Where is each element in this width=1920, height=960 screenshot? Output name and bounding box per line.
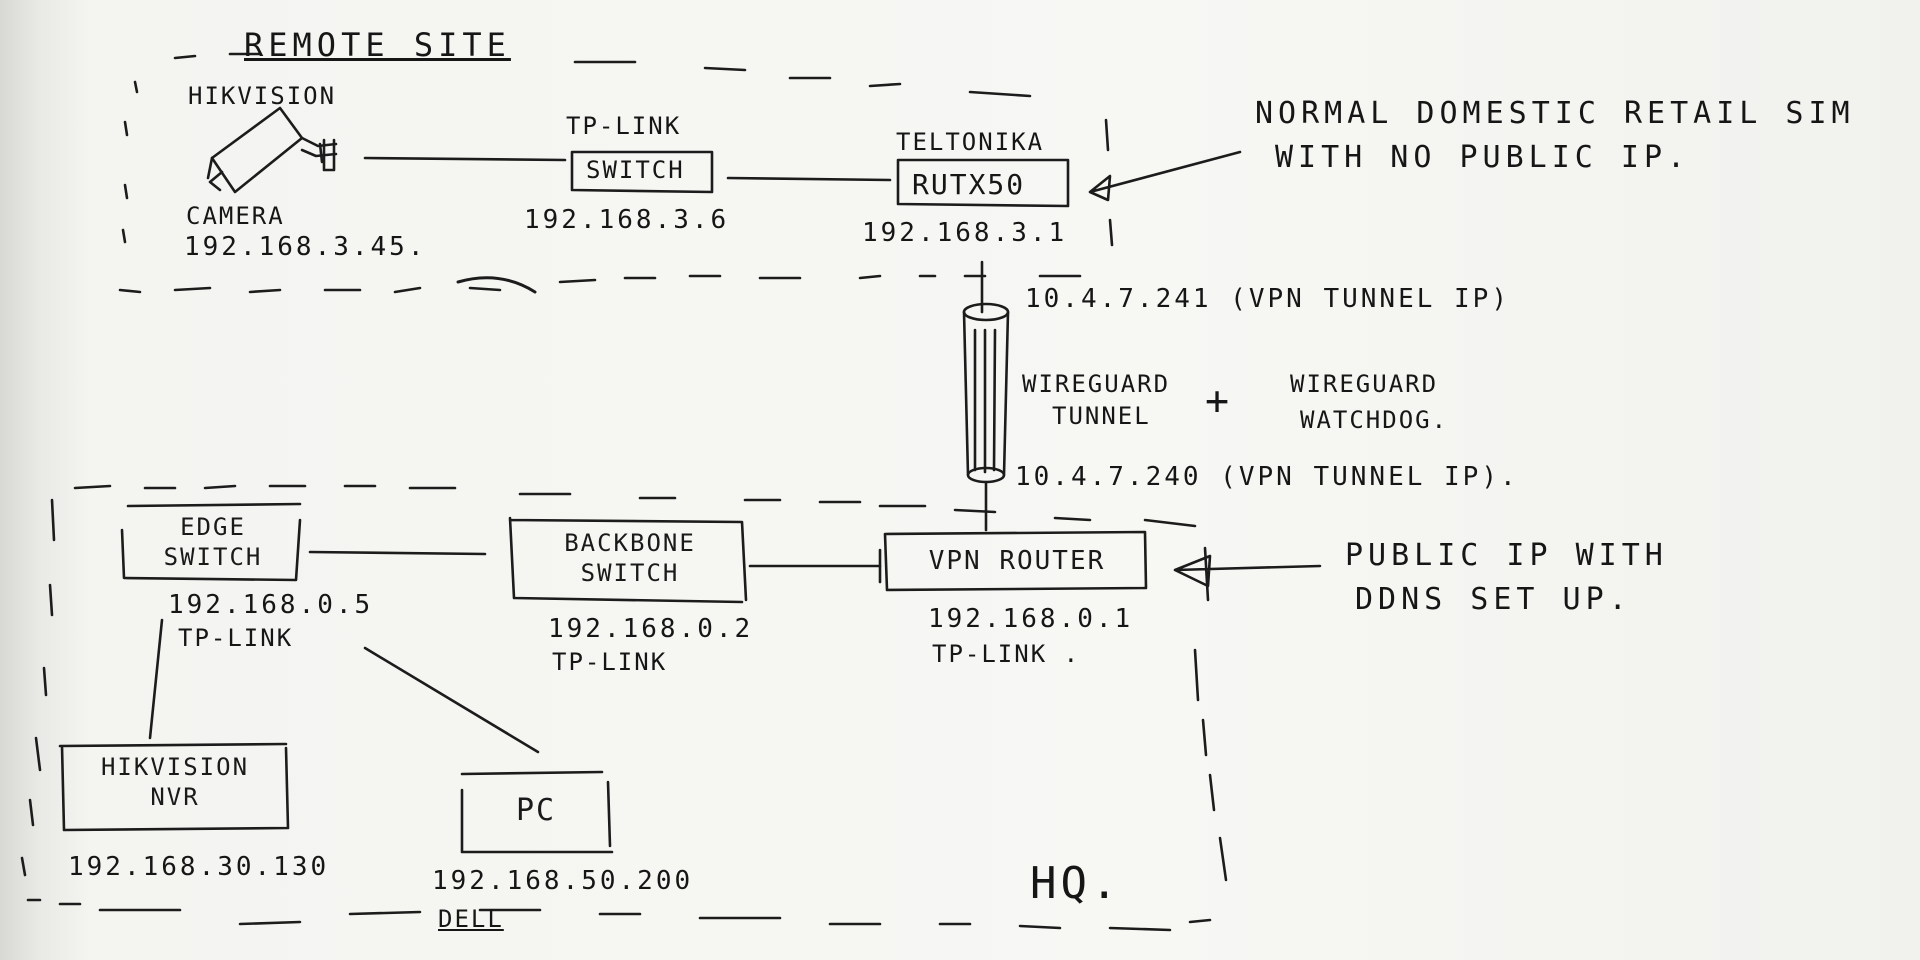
remote-site-boundary	[118, 52, 1114, 294]
remote-router-box	[896, 158, 1070, 208]
link-switch-router	[726, 176, 892, 182]
router-ip: 192.168.3.1	[862, 218, 1068, 248]
switch-ip: 192.168.3.6	[524, 205, 730, 235]
link-edge-pc	[363, 646, 540, 754]
wireguard-tunnel-label-2: TUNNEL	[1052, 402, 1151, 430]
vpn-tunnel-icon	[962, 260, 1010, 532]
backbone-switch-box	[508, 516, 748, 604]
edge-switch-box	[120, 502, 302, 582]
camera-name: CAMERA	[186, 202, 285, 230]
vpn-router-box	[878, 530, 1148, 592]
link-edge-backbone	[308, 550, 487, 556]
sim-note-line1: NORMAL DOMESTIC RETAIL SIM	[1255, 96, 1855, 131]
camera-brand: HIKVISION	[188, 82, 337, 110]
nvr-ip: 192.168.30.130	[68, 852, 330, 882]
router-brand: TELTONIKA	[896, 128, 1045, 156]
pc-ip: 192.168.50.200	[432, 866, 694, 896]
remote-site-title: REMOTE SITE	[244, 26, 511, 64]
nvr-box	[58, 742, 290, 832]
hq-tunnel-ip: 10.4.7.240 (VPN TUNNEL IP).	[1015, 462, 1519, 492]
arrow-public-ip	[1173, 546, 1322, 602]
pc-label: PC	[515, 793, 557, 828]
nvr-label: HIKVISION NVR	[100, 753, 250, 811]
backbone-switch-label: BACKBONE SWITCH	[564, 529, 696, 587]
backbone-switch-brand: TP-LINK	[552, 648, 668, 676]
vpn-router-label: VPN ROUTER	[928, 546, 1106, 576]
edge-switch-brand: TP-LINK	[178, 624, 294, 652]
edge-switch-ip: 192.168.0.5	[168, 590, 374, 620]
switch-brand: TP-LINK	[566, 112, 682, 140]
public-ip-note-line2: DDNS SET UP.	[1355, 582, 1632, 617]
vpn-router-ip: 192.168.0.1	[928, 604, 1134, 634]
switch-name: SWITCH	[586, 156, 685, 184]
router-name: RUTX50	[912, 168, 1026, 201]
edge-switch-label: EDGE SWITCH	[163, 513, 263, 571]
plus-sign: +	[1205, 378, 1232, 424]
sim-note-line2: WITH NO PUBLIC IP.	[1275, 140, 1691, 175]
wireguard-tunnel-label-1: WIREGUARD	[1022, 370, 1171, 398]
camera-ip: 192.168.3.45.	[184, 232, 427, 262]
hq-boundary	[20, 484, 1228, 932]
arrow-sim-note	[1088, 150, 1242, 202]
pc-brand: DELL	[438, 905, 504, 933]
pc-box	[460, 770, 614, 854]
link-edge-nvr	[148, 618, 164, 740]
remote-switch-box	[570, 150, 714, 194]
wireguard-watchdog-label-2: WATCHDOG.	[1300, 406, 1449, 434]
remote-tunnel-ip: 10.4.7.241 (VPN TUNNEL IP)	[1025, 284, 1510, 314]
vpn-router-brand: TP-LINK .	[932, 640, 1081, 668]
camera-icon	[206, 106, 338, 194]
public-ip-note-line1: PUBLIC IP WITH	[1345, 538, 1668, 573]
wireguard-watchdog-label-1: WIREGUARD	[1290, 370, 1439, 398]
link-camera-switch	[363, 156, 567, 162]
hq-title: HQ.	[1030, 858, 1122, 909]
backbone-switch-ip: 192.168.0.2	[548, 614, 754, 644]
